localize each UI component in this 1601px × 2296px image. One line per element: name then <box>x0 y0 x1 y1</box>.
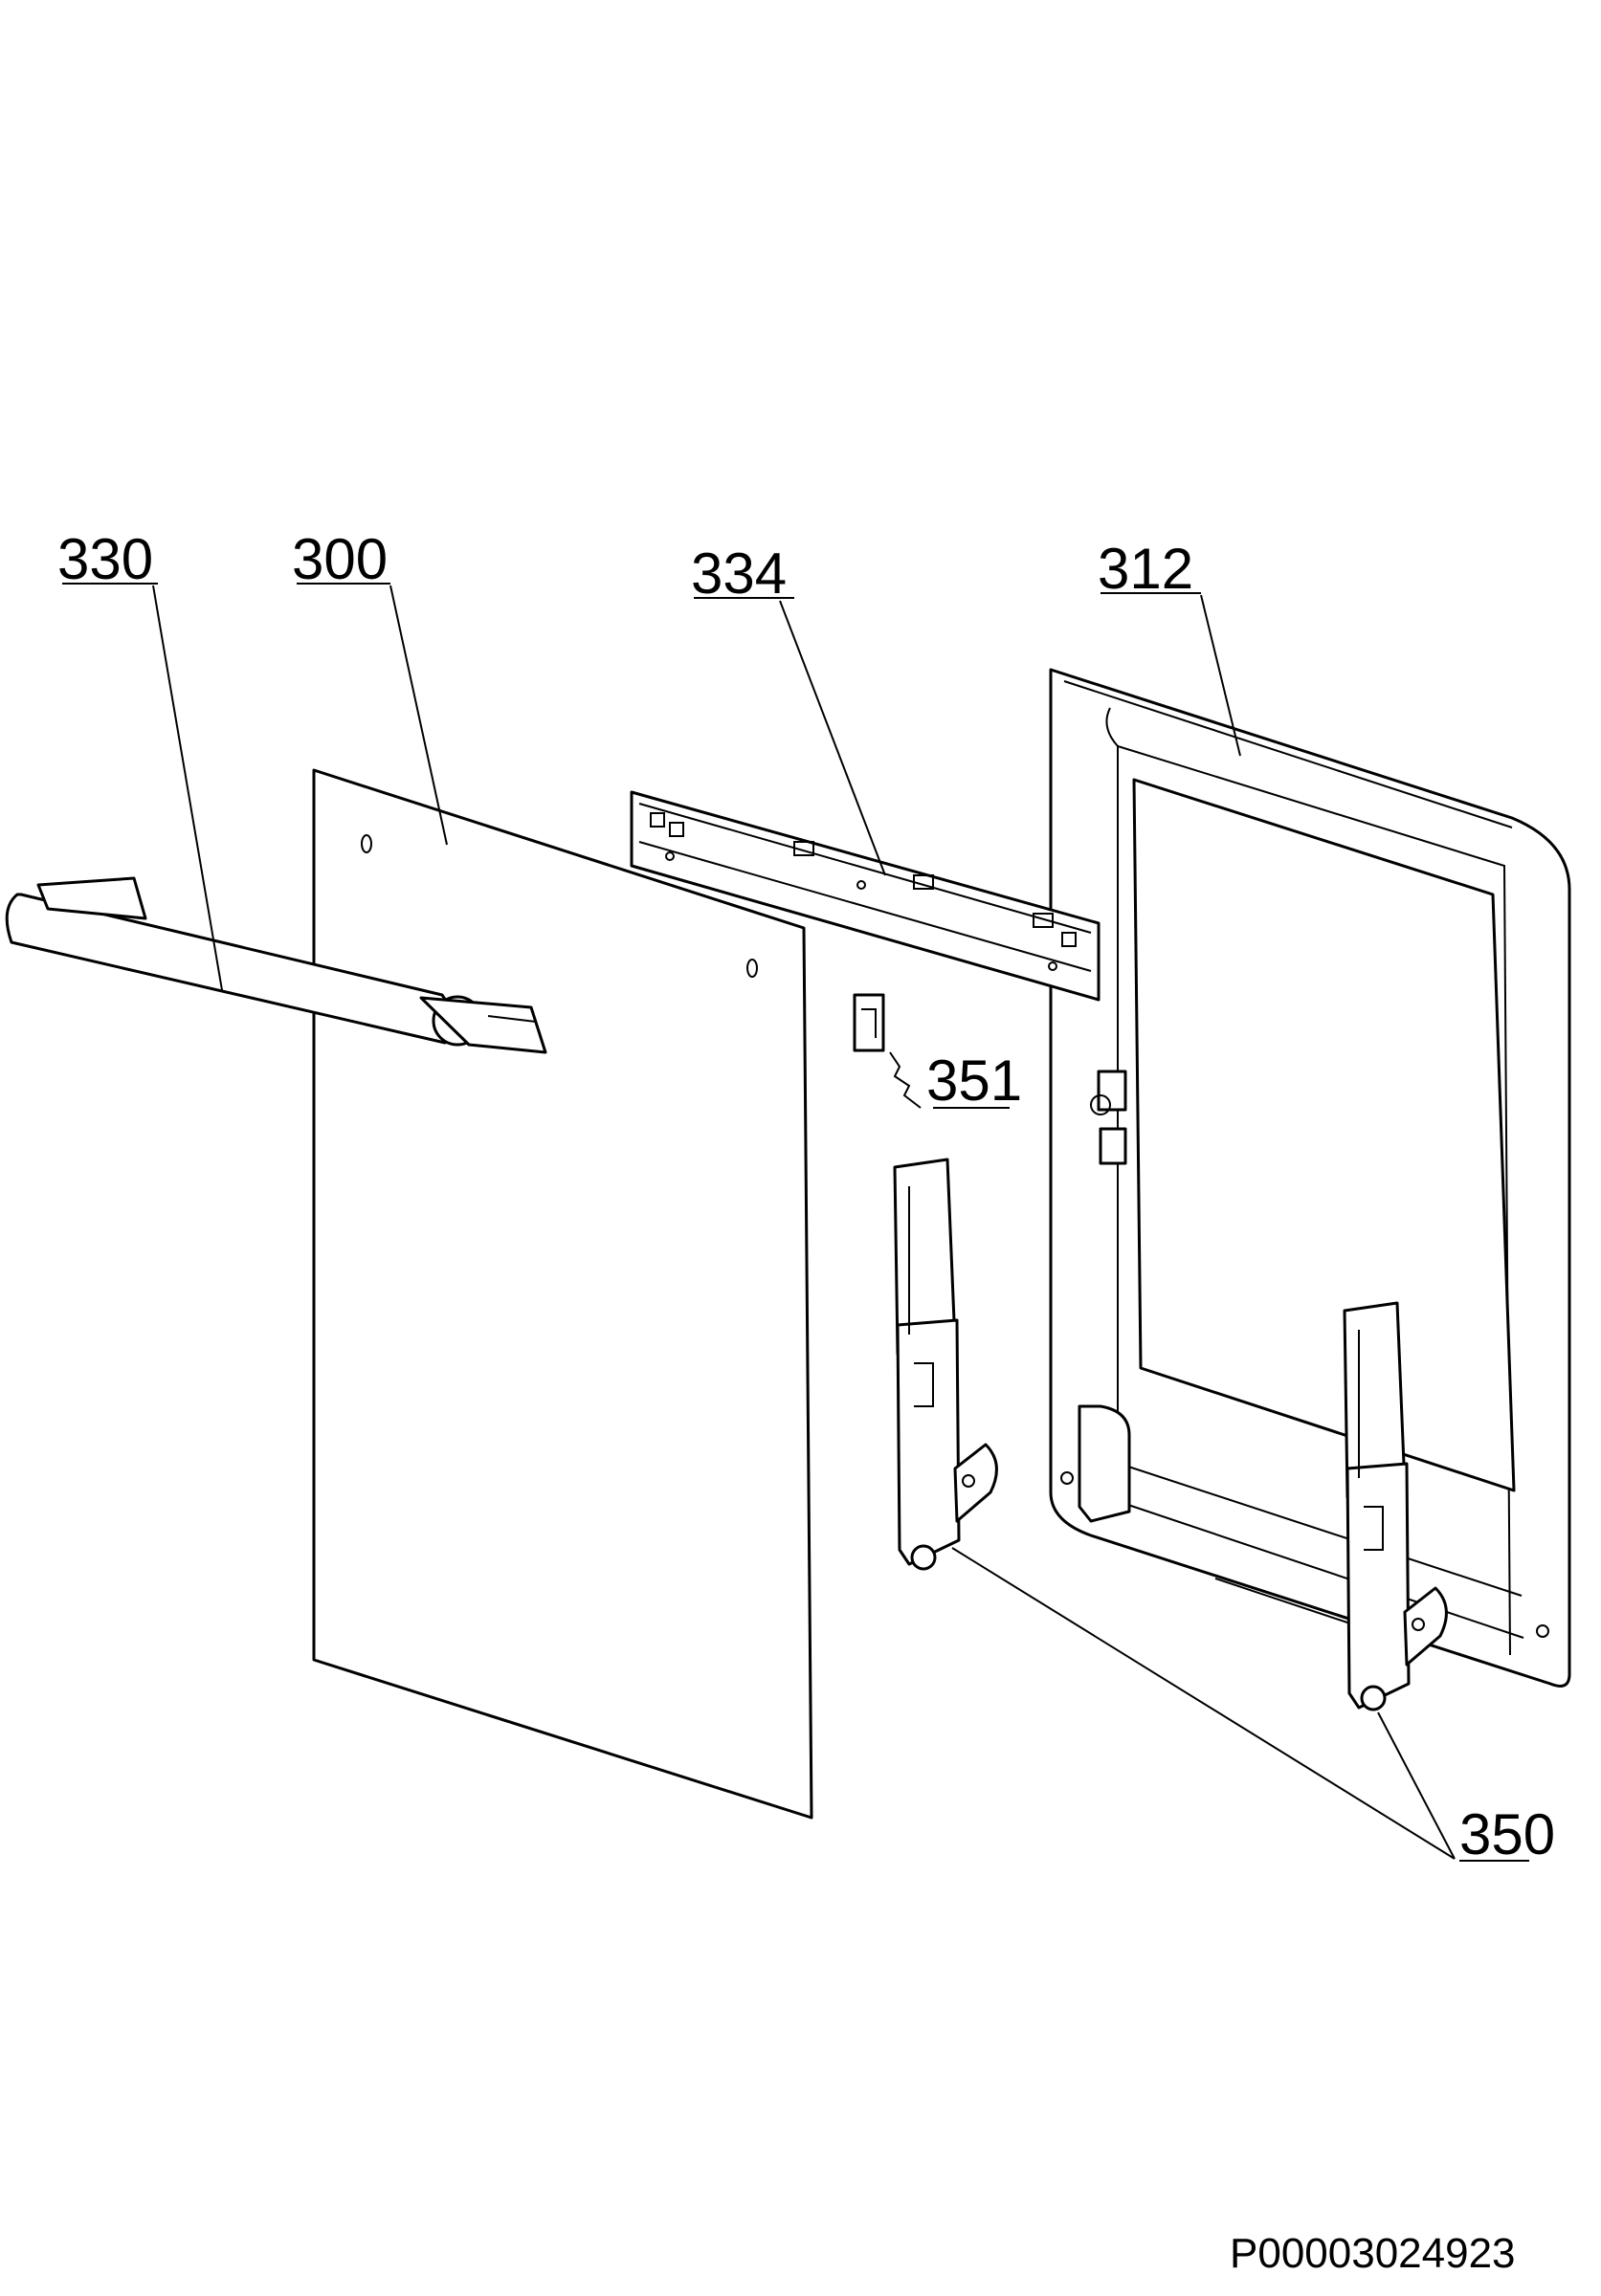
leader-lines <box>62 583 1529 1862</box>
door-frame <box>1049 668 1571 1688</box>
callout-330: 330 <box>57 527 153 591</box>
hinge-pin <box>853 993 922 1109</box>
callout-351: 351 <box>926 1049 1022 1113</box>
callout-350: 350 <box>1459 1802 1555 1866</box>
leader-300 <box>297 583 448 846</box>
callout-334: 334 <box>691 541 787 606</box>
front-glass-panel <box>312 768 813 1820</box>
callout-300: 300 <box>292 527 388 591</box>
hinge-right <box>1343 1301 1448 1711</box>
top-profile <box>630 790 1101 1002</box>
leader-350 <box>951 1547 1529 1862</box>
hinge-left <box>893 1158 998 1571</box>
document-id: P00003024923 <box>1230 2230 1516 2277</box>
handle <box>5 876 547 1054</box>
callout-312: 312 <box>1098 537 1193 601</box>
leader-334 <box>694 597 886 876</box>
leader-330 <box>62 583 223 991</box>
leader-312 <box>1101 592 1241 757</box>
